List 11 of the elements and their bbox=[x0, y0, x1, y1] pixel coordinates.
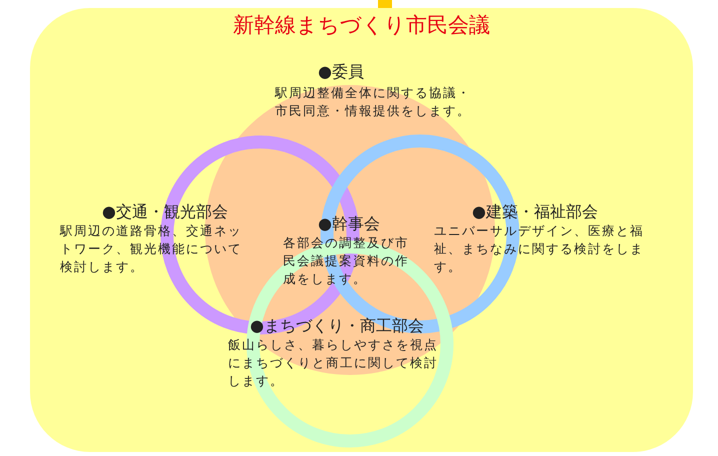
group-heading: ●幹事会 bbox=[318, 214, 380, 234]
description-text: ユニバーサルデザイン、医療と福祉、まちなみに関する検討をします。 bbox=[434, 222, 645, 276]
description-text: 駅周辺整備全体に関する協議・市民同意・情報提供をします。 bbox=[275, 84, 472, 120]
description-text: 駅周辺の道路骨格、交通ネットワーク、観光機能について検討します。 bbox=[60, 222, 243, 276]
description-text: 各部会の調整及び市民会議提案資料の作成をします。 bbox=[283, 234, 410, 288]
panel-heading: 新幹線まちづくり市民会議 bbox=[232, 12, 491, 38]
group-heading: ●まちづくり・商工部会 bbox=[250, 316, 424, 336]
group-heading: ●委員 bbox=[318, 62, 364, 82]
description-text: 飯山らしさ、暮らしやすさを視点にまちづくりと商工に関して検討します。 bbox=[228, 336, 439, 390]
group-heading: ●建築・福祉部会 bbox=[472, 202, 598, 222]
group-heading: ●交通・観光部会 bbox=[102, 202, 228, 222]
